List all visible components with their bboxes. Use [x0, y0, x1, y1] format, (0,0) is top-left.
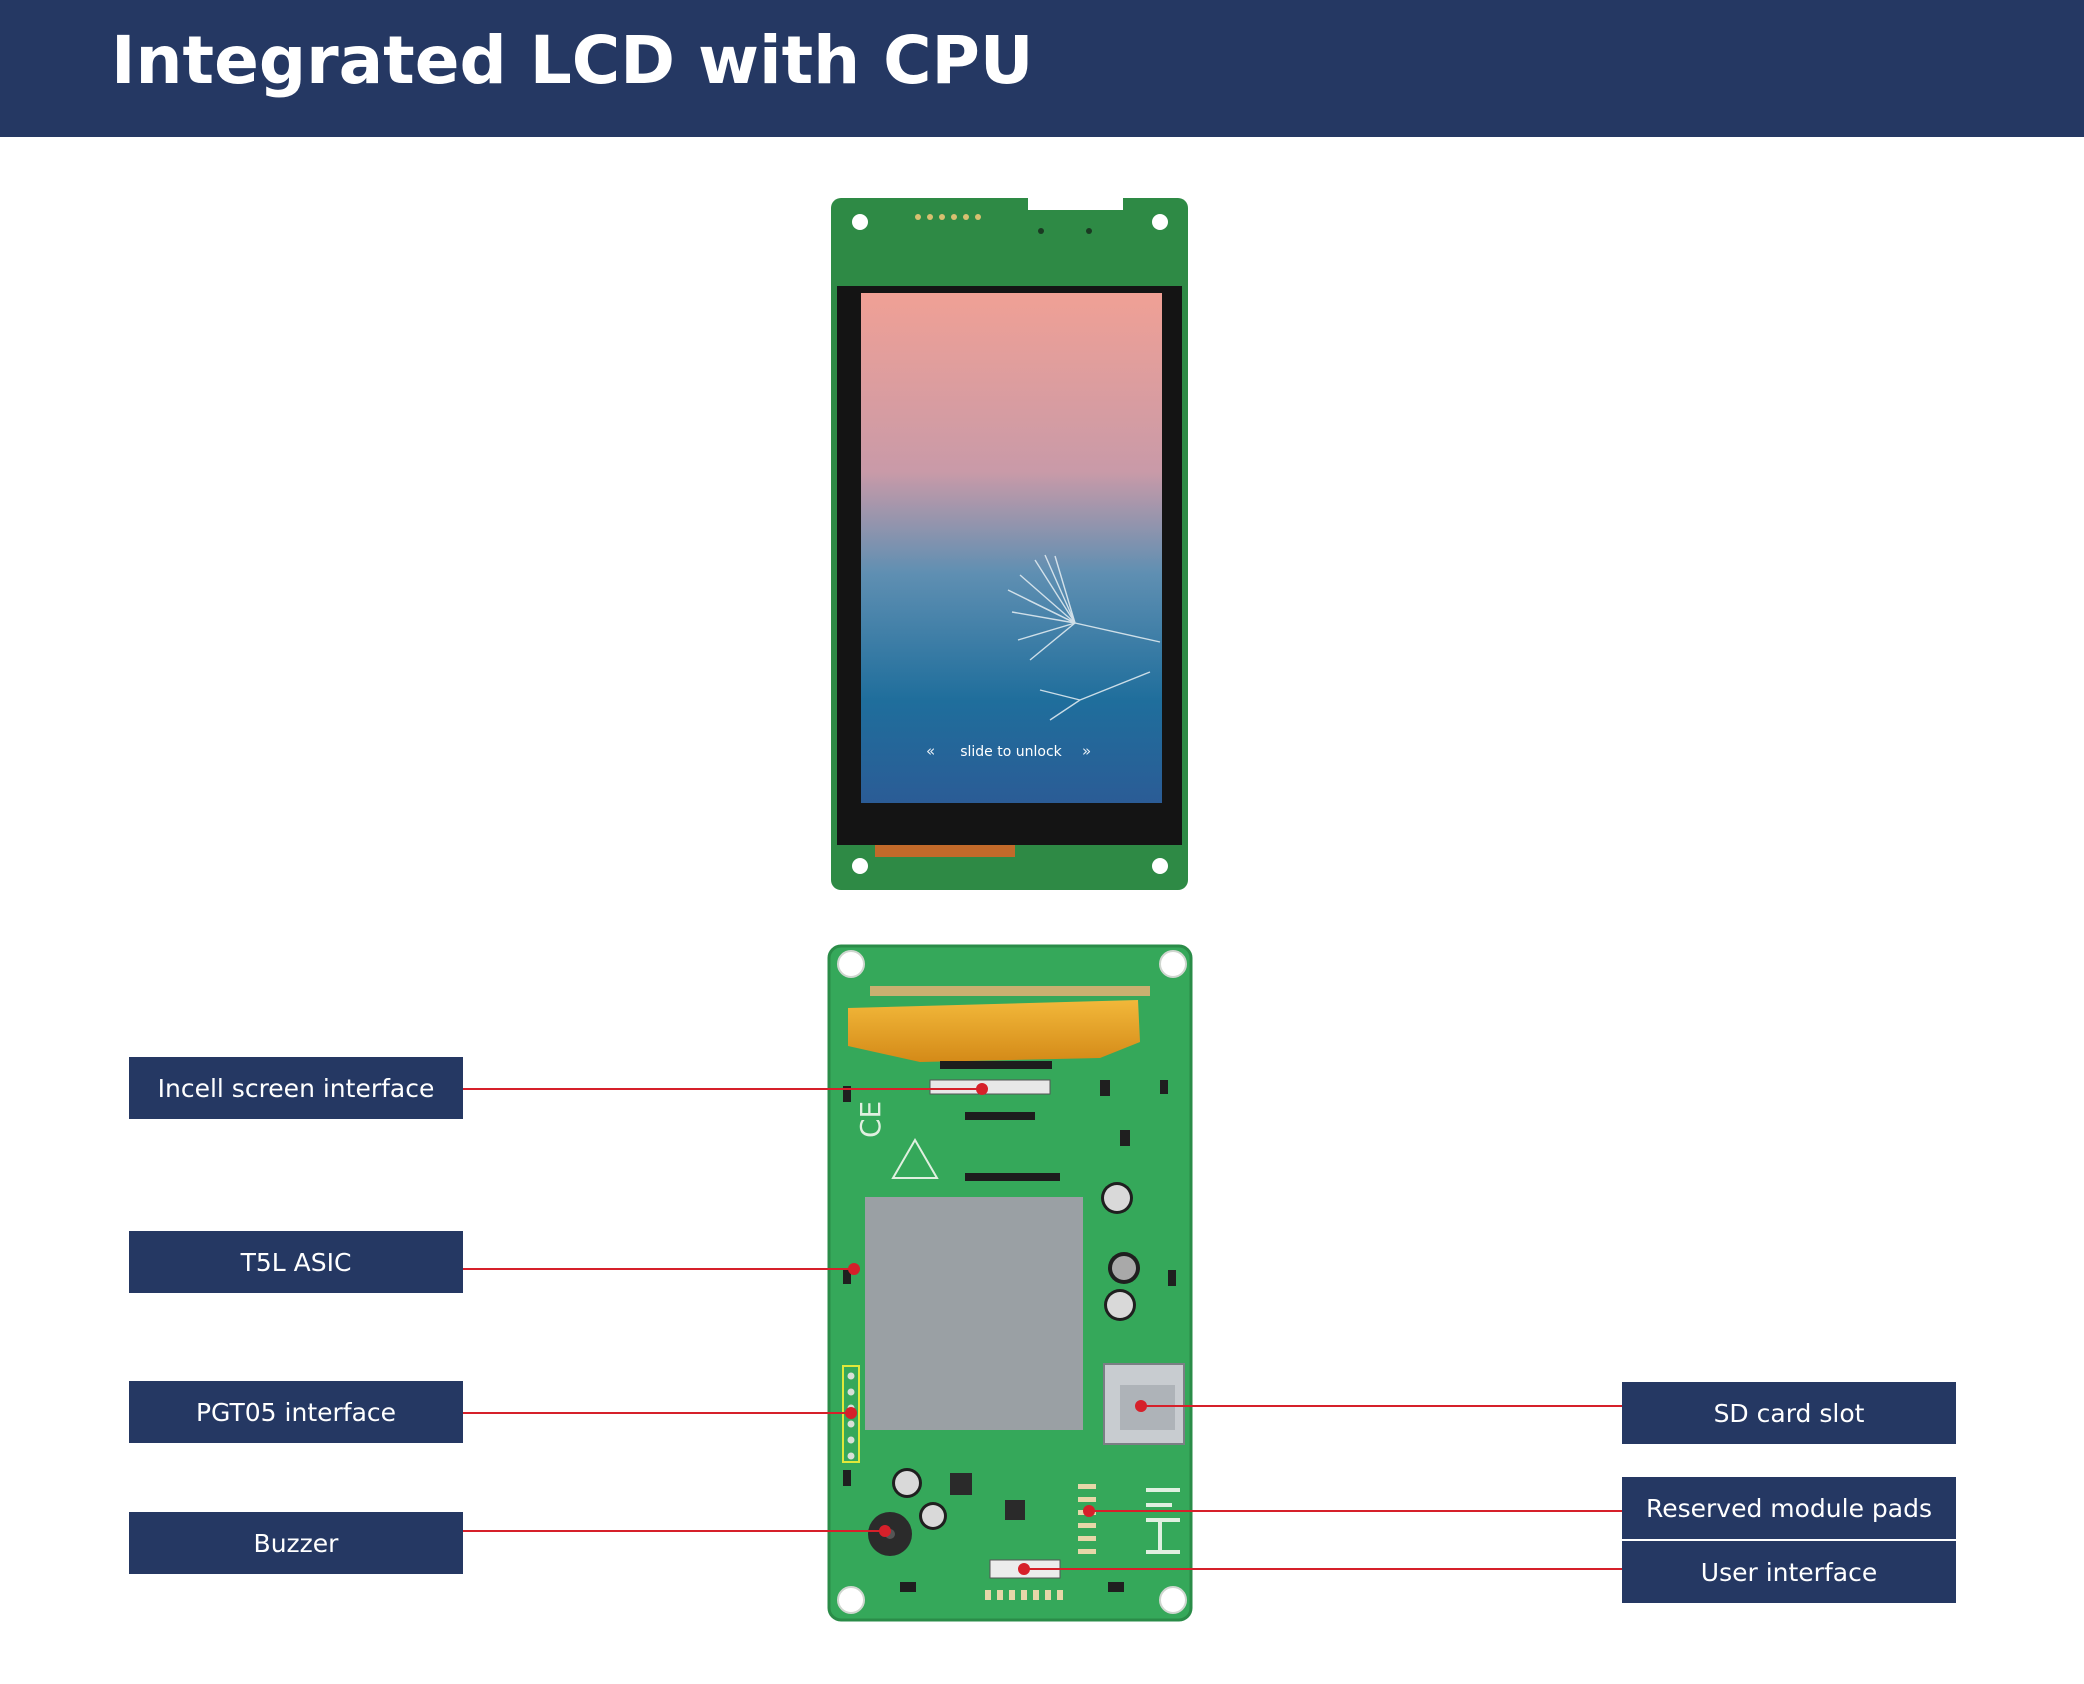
svg-text:«: «: [926, 742, 935, 760]
label-buzzer: Buzzer: [129, 1512, 463, 1574]
capacitors: [892, 1182, 1140, 1530]
label-reserved-module-pads: Reserved module pads: [1622, 1477, 1956, 1539]
front-flex-cable: [875, 845, 1015, 857]
flex-ribbon: [848, 1000, 1140, 1062]
title-banner: Integrated LCD with CPU: [0, 0, 2084, 137]
svg-text:»: »: [1082, 742, 1091, 760]
front-view-module: « slide to unlock »: [831, 198, 1188, 890]
label-pgt05-interface: PGT05 interface: [129, 1381, 463, 1443]
page-title: Integrated LCD with CPU: [111, 22, 1034, 99]
pgt05-marker: [845, 1407, 857, 1419]
label-user-interface: User interface: [1622, 1541, 1956, 1603]
label-sd-card-slot: SD card slot: [1622, 1382, 1956, 1444]
label-t5l-asic: T5L ASIC: [129, 1231, 463, 1293]
callout-lines: [463, 1083, 1622, 1575]
reserved-marker: [1083, 1505, 1095, 1517]
t5l-asic-shield: [865, 1197, 1083, 1430]
user-interface-marker: [1018, 1563, 1030, 1575]
dandelion-graphic: [1007, 554, 1161, 721]
front-display: [861, 293, 1162, 803]
slide-to-unlock-text: slide to unlock: [960, 744, 1062, 760]
buzzer-marker: [879, 1525, 891, 1537]
back-view-pcb: CE: [827, 944, 1193, 1622]
sd-marker: [1135, 1400, 1147, 1412]
t5l-marker: [848, 1263, 860, 1275]
incell-marker: [976, 1083, 988, 1095]
svg-text:CE: CE: [854, 1101, 887, 1138]
label-incell-screen-interface: Incell screen interface: [129, 1057, 463, 1119]
incell-connector: [929, 1079, 1051, 1095]
